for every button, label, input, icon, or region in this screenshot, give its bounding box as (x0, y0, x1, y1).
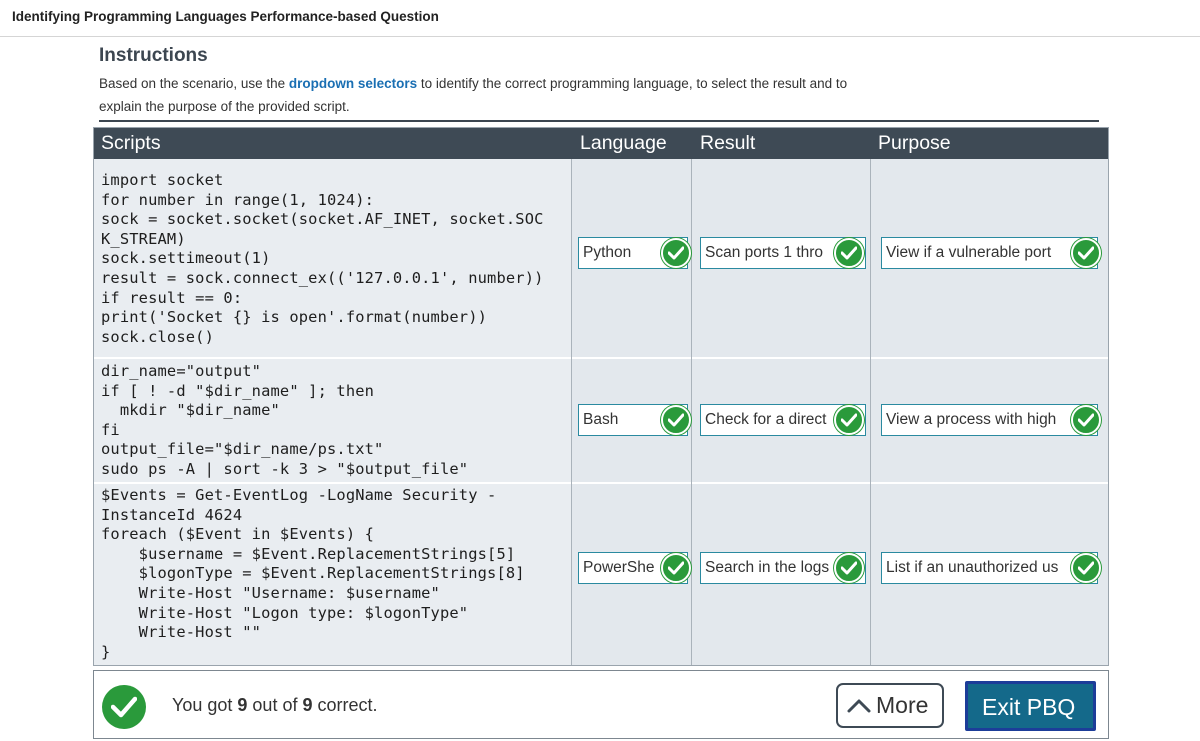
instructions-divider (99, 120, 1099, 122)
instructions-text-line2: explain the purpose of the provided scri… (99, 99, 350, 114)
column-divider (870, 159, 871, 665)
result-footer: You got 9 out of 9 correct. More Exit PB… (93, 670, 1109, 739)
script-code: dir_name="output" if [ ! -d "$dir_name" … (101, 362, 469, 478)
row-divider (94, 357, 1108, 359)
check-circle-icon (661, 405, 691, 435)
more-button[interactable]: More (836, 683, 944, 728)
column-header-language: Language (580, 132, 667, 154)
table-header: Scripts Language Result Purpose (94, 128, 1108, 159)
check-circle-icon (102, 685, 146, 729)
purpose-dropdown[interactable]: List if an unauthorized us (881, 552, 1098, 584)
instructions-text-end: to identify the correct programming lang… (417, 76, 848, 91)
check-circle-icon (834, 405, 864, 435)
instructions-highlight: dropdown selectors (288, 76, 418, 91)
column-header-result: Result (700, 132, 756, 154)
exit-button-label: Exit PBQ (982, 694, 1076, 720)
score-total: 9 (302, 695, 313, 715)
column-header-purpose: Purpose (878, 132, 951, 154)
script-cell-bg (94, 359, 571, 482)
check-circle-icon (1071, 405, 1101, 435)
exit-pbq-button[interactable]: Exit PBQ (965, 681, 1096, 731)
check-circle-icon (834, 553, 864, 583)
instructions-heading: Instructions (99, 45, 208, 66)
score-text: You got 9 out of 9 correct. (172, 695, 378, 716)
check-circle-icon (834, 238, 864, 268)
score-suffix: correct. (312, 695, 378, 715)
more-button-label: More (876, 692, 929, 718)
check-circle-icon (661, 238, 691, 268)
purpose-dropdown[interactable]: View a process with high (881, 404, 1098, 436)
score-prefix: You got (172, 695, 238, 715)
script-code: import socket for number in range(1, 102… (101, 171, 544, 346)
score-middle: out of (247, 695, 303, 715)
check-circle-icon (1071, 553, 1101, 583)
page-title: Identifying Programming Languages Perfor… (12, 9, 439, 24)
script-cell-bg (94, 159, 571, 357)
column-divider (691, 159, 692, 665)
instructions-text: Based on the scenario, use the dropdown … (99, 72, 959, 118)
row-divider (94, 482, 1108, 484)
purpose-dropdown[interactable]: View if a vulnerable port (881, 237, 1098, 269)
check-circle-icon (1071, 238, 1101, 268)
title-divider (0, 36, 1200, 37)
column-divider (571, 159, 572, 665)
column-header-scripts: Scripts (101, 132, 161, 154)
chevron-up-icon (847, 699, 871, 713)
score-correct: 9 (237, 695, 248, 715)
script-cell-bg (94, 484, 571, 665)
script-code: $Events = Get-EventLog -LogName Security… (101, 486, 525, 661)
instructions-text-start: Based on the scenario, use the (99, 76, 289, 91)
pbq-table: Scripts Language Result Purpose import s… (93, 127, 1109, 666)
check-circle-icon (661, 553, 691, 583)
